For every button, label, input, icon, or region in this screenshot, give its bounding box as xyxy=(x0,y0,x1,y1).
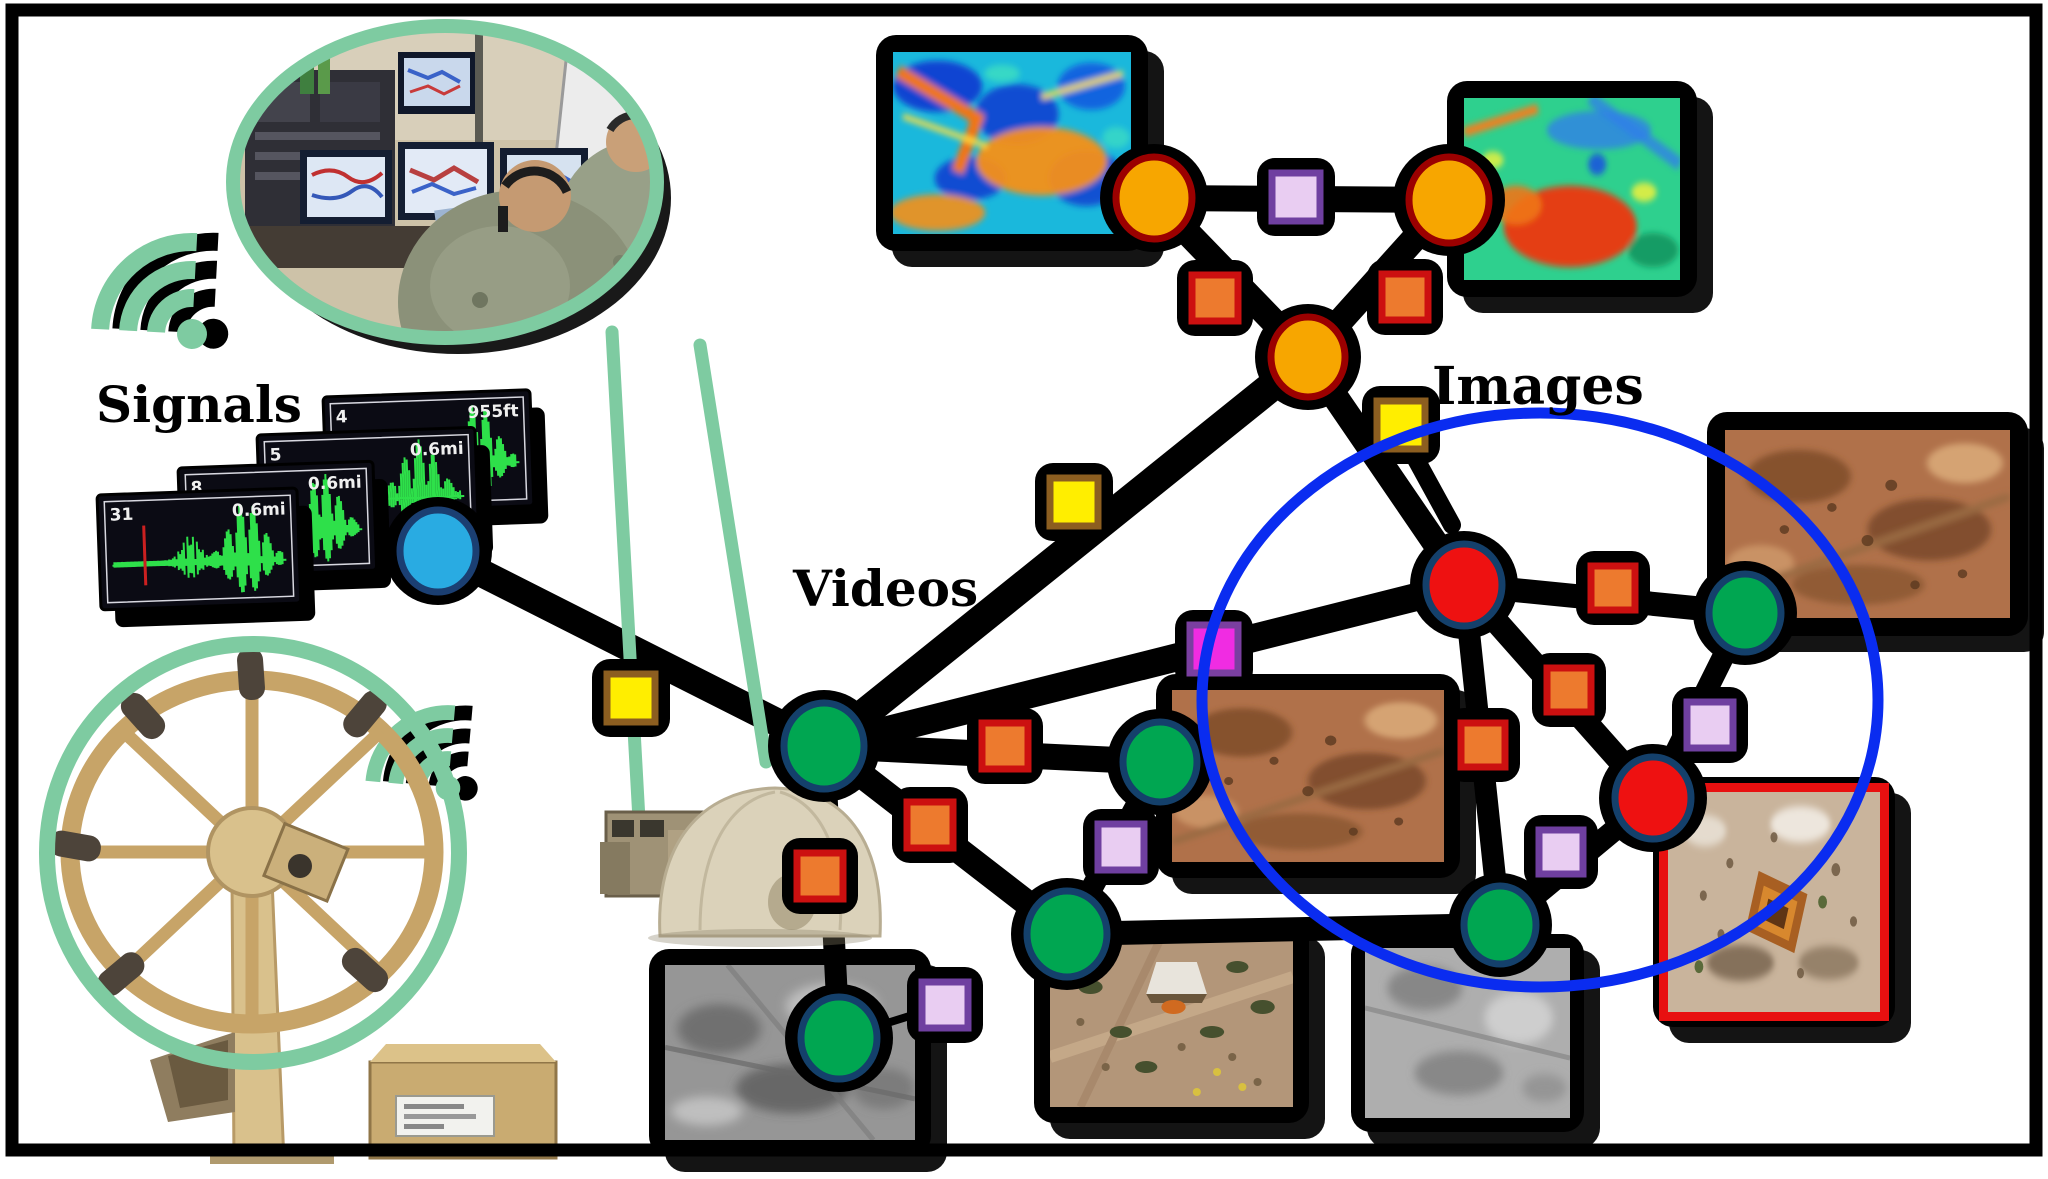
label-videos: Videos xyxy=(792,559,978,618)
square-marker xyxy=(1683,698,1737,752)
square-marker xyxy=(793,849,847,903)
node-marker xyxy=(1405,153,1493,247)
orange-sq-1 xyxy=(1177,260,1253,336)
figure-border xyxy=(5,3,2043,1157)
video-node-gray-2 xyxy=(1448,873,1552,977)
lpurple-sq-1 xyxy=(1257,158,1335,236)
thermal-node-1 xyxy=(1100,144,1208,252)
video-hub-node xyxy=(768,690,880,802)
callout-tail-1 xyxy=(693,338,773,769)
yellow-sq-1 xyxy=(1035,463,1113,541)
screen-range-readout: 0.6mi xyxy=(232,499,286,521)
square-marker xyxy=(1535,826,1587,878)
orange-sq-4 xyxy=(892,787,968,863)
signals-node xyxy=(384,497,492,605)
node-marker xyxy=(1112,153,1196,243)
node-marker xyxy=(797,993,881,1083)
photo-thermal-1 xyxy=(876,35,1164,267)
thermal-node-2 xyxy=(1393,144,1505,256)
graph-edge-5 xyxy=(810,571,1478,760)
image-node-red-1 xyxy=(1410,531,1518,639)
square-marker xyxy=(1378,270,1432,324)
node-marker xyxy=(1460,882,1540,968)
waveform xyxy=(112,504,287,593)
square-marker xyxy=(1046,474,1102,530)
square-marker xyxy=(903,798,957,852)
node-marker xyxy=(1611,753,1695,843)
yellow-sq-2 xyxy=(592,659,670,737)
square-marker xyxy=(1587,562,1639,614)
square-marker xyxy=(1457,719,1509,771)
node-marker xyxy=(780,699,868,793)
square-marker xyxy=(1268,169,1324,225)
antenna-sensor-photo xyxy=(39,636,558,1164)
square-marker xyxy=(978,719,1032,773)
image-node-green-right xyxy=(1693,561,1797,665)
photo-image-thermal-blue xyxy=(890,52,1131,234)
square-marker xyxy=(1094,820,1148,874)
antenna-highlight-ring xyxy=(39,636,467,1070)
square-marker xyxy=(1543,664,1595,716)
photo-terrain-1 xyxy=(1707,412,2044,652)
square-marker xyxy=(918,978,972,1032)
video-node-gray-1 xyxy=(785,984,893,1092)
orange-sq-2 xyxy=(1367,259,1443,335)
label-images: Images xyxy=(1432,356,1644,417)
lpurple-sq-2 xyxy=(1672,687,1748,763)
video-node-green-bottom xyxy=(1011,878,1123,990)
square-marker xyxy=(1188,271,1242,325)
orange-sq-3 xyxy=(967,708,1043,784)
node-marker xyxy=(1422,540,1506,630)
node-marker xyxy=(1267,313,1349,401)
orange-sq-5 xyxy=(782,838,858,914)
screen-range-readout: 0.6mi xyxy=(410,439,464,461)
photo-thermal-2 xyxy=(1447,81,1713,313)
orange-sq-7 xyxy=(1532,653,1606,727)
photo-image-gray2 xyxy=(1365,948,1570,1118)
node-marker xyxy=(1119,718,1201,806)
square-marker xyxy=(603,670,659,726)
lpurple-sq-5 xyxy=(907,967,983,1043)
node-marker xyxy=(396,506,480,596)
screen-range-readout: 955ft xyxy=(467,401,519,423)
red-alert-spike xyxy=(142,525,148,586)
orange-sq-8 xyxy=(1446,708,1520,782)
node-marker xyxy=(1023,887,1111,981)
image-node-red-2 xyxy=(1599,744,1707,852)
image-cluster-ellipse xyxy=(1196,407,1884,993)
graph-edge-1 xyxy=(809,342,1323,761)
label-signals: Signals xyxy=(96,375,302,434)
antenna-wheel xyxy=(49,647,444,1034)
screen-channel-number: 5 xyxy=(269,445,282,465)
orange-sq-6 xyxy=(1576,551,1650,625)
lpurple-sq-3 xyxy=(1524,815,1598,889)
callout-tail-0 xyxy=(605,325,647,845)
command-center-callout xyxy=(226,19,671,354)
signal-screen-31: 31 0.6mi xyxy=(95,486,316,628)
screen-channel-number: 4 xyxy=(335,407,348,427)
node-marker xyxy=(1705,570,1785,656)
callout-ring xyxy=(226,19,664,345)
screen-range-readout: 0.6mi xyxy=(308,473,362,495)
lpurple-sq-4 xyxy=(1083,809,1159,885)
video-node-green-mid xyxy=(1107,709,1213,815)
wifi-signals-icon xyxy=(91,232,229,349)
thermal-junction xyxy=(1255,304,1361,410)
graph-edge-12 xyxy=(1055,913,1512,946)
screen-channel-number: 31 xyxy=(109,505,133,526)
